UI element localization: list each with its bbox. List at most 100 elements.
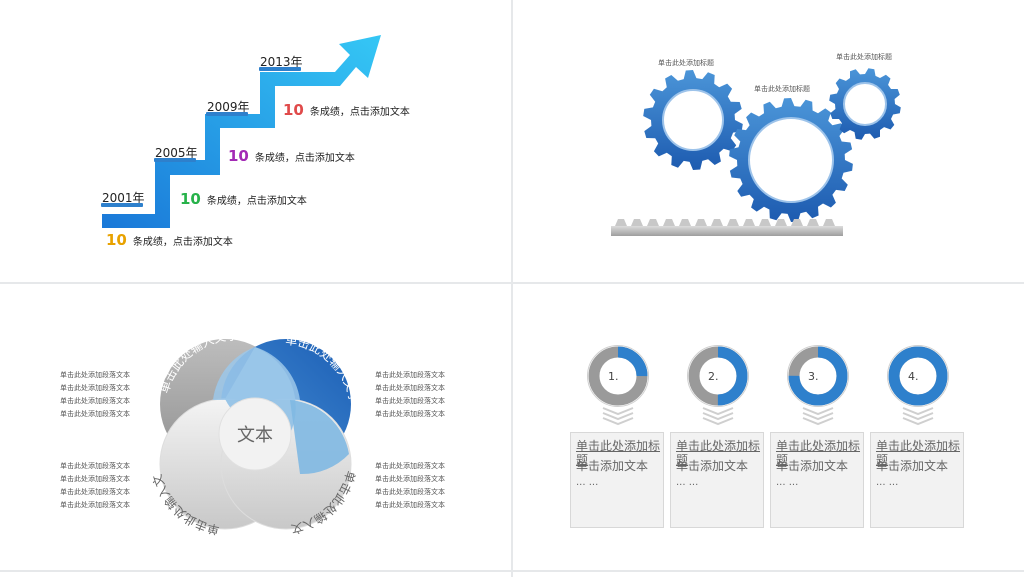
gear-rack-tooth [807, 219, 819, 226]
chevron-down-icon [602, 407, 634, 416]
gears-graphic [611, 68, 901, 236]
year-label: 2001年 [102, 191, 145, 205]
year-underline [206, 112, 248, 116]
gear-rack-tooth [663, 219, 675, 226]
card-ellipsis: ... ... [876, 477, 899, 488]
venn-overlap [213, 347, 300, 400]
chevron-down-icon [802, 407, 834, 416]
card-ellipsis: ... ... [576, 477, 599, 488]
donut-label: 3. [808, 370, 819, 383]
side-text-block: 单击此处添加段落文本 单击此处添加段落文本 单击此处添加段落文本 单击此处添加段… [375, 369, 445, 421]
gear-hole [843, 82, 887, 126]
year-label: 2005年 [155, 146, 198, 160]
side-text-line: 单击此处添加段落文本 [375, 371, 445, 379]
gear-rack-base [611, 226, 843, 236]
card-body: 单击添加文本 [776, 459, 849, 473]
next-slide-placeholder [513, 572, 1024, 577]
venn-slide: 文本 单击此处输入文字 单击此处输入文字 单击此处输入文字 单击此处输入文字 单… [0, 284, 511, 570]
gear-rack-tooth [791, 219, 803, 226]
gear-rack-tooth [647, 219, 659, 226]
chevron-down-icon [902, 417, 934, 426]
achievement-item: 10 条成绩，点击添加文本 [228, 147, 355, 165]
card-ellipsis: ... ... [676, 477, 699, 488]
achievement-item: 10 条成绩，点击添加文本 [180, 190, 307, 208]
next-slide-placeholder [0, 572, 511, 577]
gears-slide: 单击此处添加标题 单击此处添加标题 单击此处添加标题 [513, 0, 1024, 282]
info-card: 单击此处添加标题 单击添加文本 ... ... [770, 432, 864, 528]
year-underline [259, 67, 301, 71]
donut-row: 1.2.3.4. [587, 345, 949, 426]
gear-rack-tooth [823, 219, 835, 226]
side-text-line: 单击此处添加段落文本 [60, 462, 130, 470]
card-title: 单击此处添加标题 [676, 439, 761, 467]
card-title: 单击此处添加标题 [576, 439, 661, 467]
card-title: 单击此处添加标题 [776, 439, 861, 467]
year-label: 2013年 [260, 55, 303, 69]
venn-overlap [290, 400, 349, 475]
donut-outline [787, 345, 849, 407]
side-text-line: 单击此处添加段落文本 [60, 410, 130, 418]
side-text-line: 单击此处添加段落文本 [375, 501, 445, 509]
gear-rack-tooth [727, 219, 739, 226]
gear-title: 单击此处添加标题 [754, 85, 810, 93]
gear-title: 单击此处添加标题 [658, 59, 714, 67]
gear-rack-tooth [775, 219, 787, 226]
donut-progress [688, 346, 748, 406]
venn-center-circle [218, 397, 292, 471]
card-body: 单击添加文本 [676, 459, 749, 473]
chevron-down-icon [802, 412, 834, 421]
gear-rack-tooth [631, 219, 643, 226]
stair-arrow-graphic [102, 35, 381, 228]
year-underline [101, 203, 143, 207]
achievement-number: 10 [180, 190, 201, 208]
donut-progress [788, 346, 848, 406]
achievement-number: 10 [228, 147, 249, 165]
donut-outline [687, 345, 749, 407]
achievement-text: 条成绩，点击添加文本 [206, 196, 307, 207]
side-text-line: 单击此处添加段落文本 [375, 384, 445, 392]
gear-title: 单击此处添加标题 [836, 53, 892, 61]
year-underline [154, 158, 196, 162]
side-text-line: 单击此处添加段落文本 [60, 475, 130, 483]
gear-rack-tooth [759, 219, 771, 226]
venn-center-label: 文本 [237, 425, 273, 446]
side-text-line: 单击此处添加段落文本 [375, 397, 445, 405]
info-card: 单击此处添加标题 单击添加文本 ... ... [570, 432, 664, 528]
side-text-line: 单击此处添加段落文本 [375, 488, 445, 496]
achievement-text: 条成绩，点击添加文本 [254, 153, 355, 164]
card-ellipsis: ... ... [776, 477, 799, 488]
side-text-line: 单击此处添加段落文本 [60, 397, 130, 405]
side-text-block: 单击此处添加段落文本 单击此处添加段落文本 单击此处添加段落文本 单击此处添加段… [375, 460, 445, 512]
info-card: 单击此处添加标题 单击添加文本 ... ... [870, 432, 964, 528]
gear-rack-tooth [615, 219, 627, 226]
chevron-down-icon [902, 412, 934, 421]
donut-progress [588, 346, 648, 406]
side-text-block: 单击此处添加段落文本 单击此处添加段落文本 单击此处添加段落文本 单击此处添加段… [60, 460, 130, 512]
progress-slide: 1.2.3.4. 单击此处添加标题 单击添加文本 ... ... 单击此处添加标… [513, 284, 1024, 570]
side-text-line: 单击此处添加段落文本 [60, 384, 130, 392]
card-body: 单击添加文本 [576, 459, 649, 473]
donut-outline [587, 345, 649, 407]
donut-progress [888, 346, 948, 406]
side-text-line: 单击此处添加段落文本 [375, 462, 445, 470]
achievement-text: 条成绩，点击添加文本 [132, 237, 233, 248]
achievement-number: 10 [106, 231, 127, 249]
donut-label: 4. [908, 370, 919, 383]
donut-label: 2. [708, 370, 719, 383]
info-card: 单击此处添加标题 单击添加文本 ... ... [670, 432, 764, 528]
side-text-block: 单击此处添加段落文本 单击此处添加段落文本 单击此处添加段落文本 单击此处添加段… [60, 369, 130, 421]
gear-rack-tooth [711, 219, 723, 226]
card-body: 单击添加文本 [876, 459, 949, 473]
chevron-down-icon [702, 407, 734, 416]
gear-rack-tooth [679, 219, 691, 226]
donut-outline [887, 345, 949, 407]
side-text-line: 单击此处添加段落文本 [60, 371, 130, 379]
gear-rack-tooth [695, 219, 707, 226]
card-title: 单击此处添加标题 [876, 439, 961, 467]
gear-rack-tooth [743, 219, 755, 226]
gear-hole [748, 117, 834, 203]
venn-graphic: 文本 单击此处输入文字 单击此处输入文字 单击此处输入文字 单击此处输入文字 [0, 284, 362, 537]
chevron-down-icon [702, 417, 734, 426]
